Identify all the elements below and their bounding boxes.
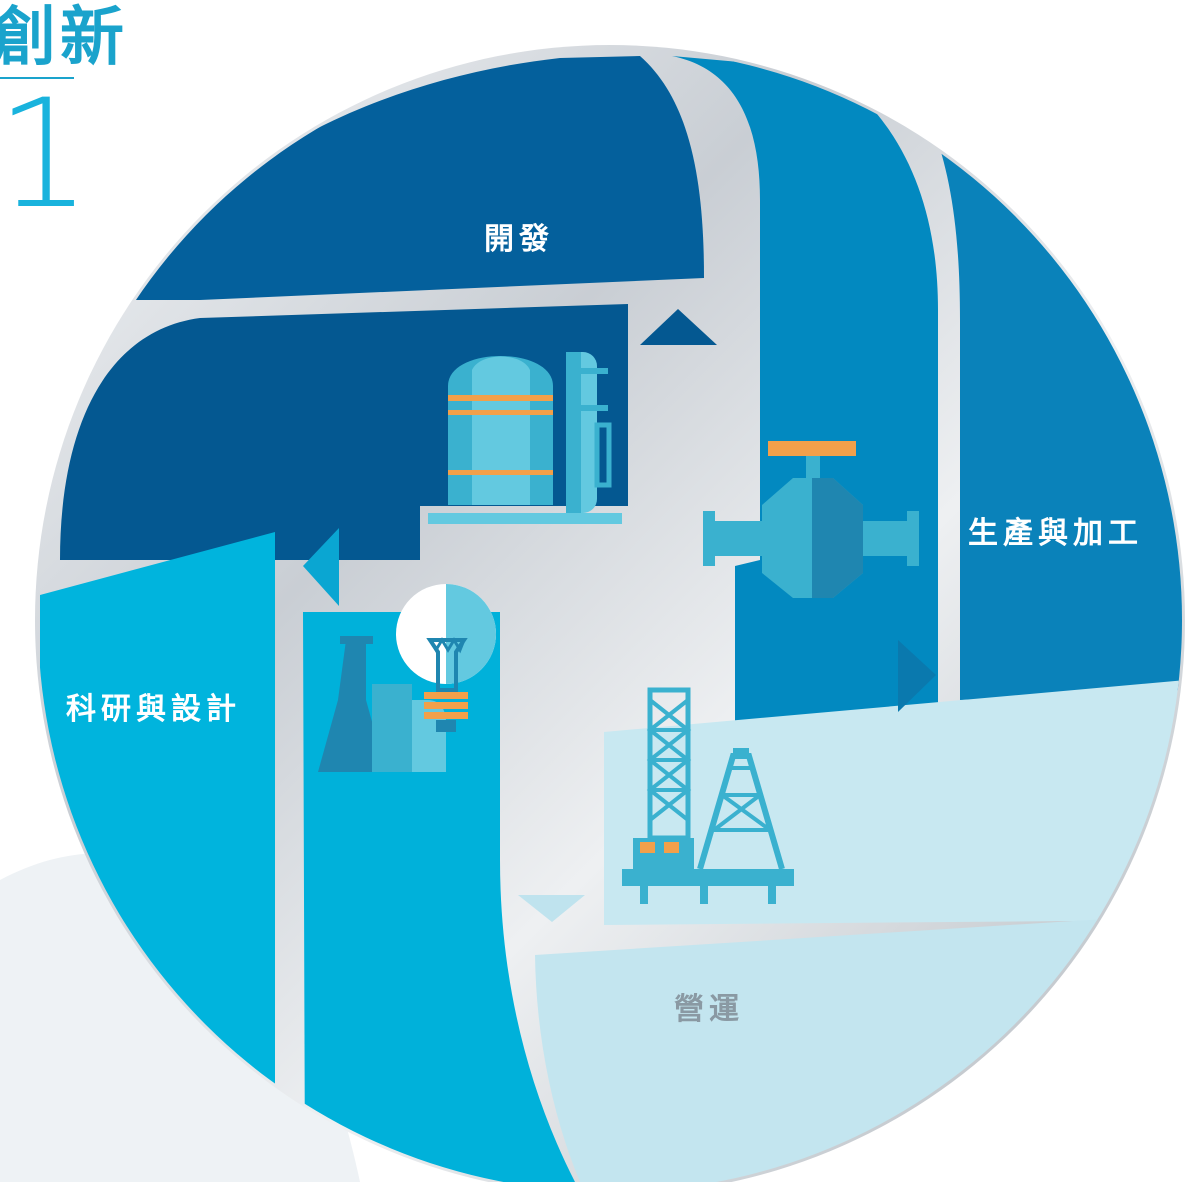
lab-flask-lightbulb-icon — [318, 584, 496, 772]
label-production: 生產與加工 — [968, 516, 1143, 551]
arrow-left — [303, 528, 339, 606]
refinery-tank-icon — [428, 352, 622, 524]
segment-operations — [535, 680, 1182, 1182]
title-divider — [0, 77, 74, 79]
oil-rig-icon — [622, 687, 794, 904]
label-research: 科研與設計 — [66, 692, 241, 727]
label-operations: 營運 — [674, 992, 744, 1027]
label-development: 開發 — [484, 222, 554, 257]
background-swoosh — [0, 853, 360, 1182]
arrow-right — [898, 640, 936, 712]
section-number: 1 — [0, 68, 92, 242]
arrow-down — [518, 895, 585, 922]
pipe-valve-icon — [703, 441, 919, 598]
arrow-up — [640, 309, 717, 345]
page-title: 創新 — [0, 1, 128, 75]
